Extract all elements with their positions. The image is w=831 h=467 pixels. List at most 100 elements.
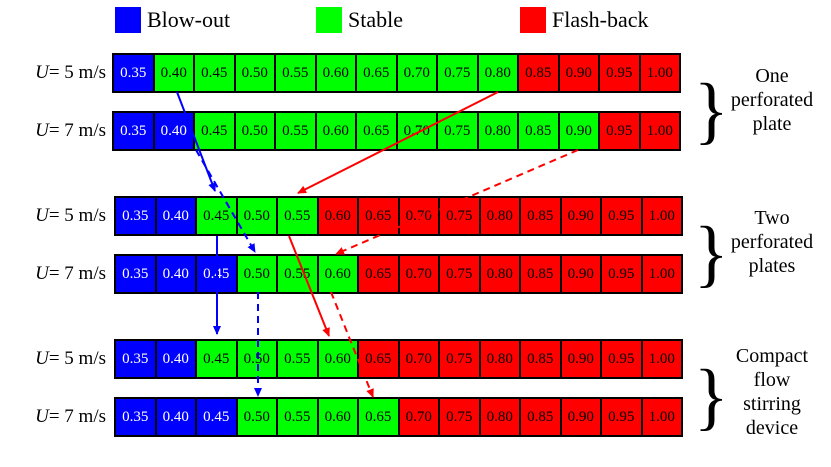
cell-flash-back: 0.70 — [399, 256, 440, 292]
row-label-group1-row1: U = 5 m/s — [2, 53, 106, 93]
cell-flash-back: 0.80 — [480, 256, 521, 292]
cell-stable: 0.50 — [235, 55, 276, 91]
group-label-line: perforated — [730, 89, 814, 111]
cell-blow-out: 0.40 — [154, 113, 195, 149]
cell-stable: 0.75 — [438, 113, 479, 149]
group-label-line: Two — [754, 207, 790, 229]
cell-flash-back: 0.95 — [602, 198, 643, 234]
velocity-value: = 7 m/s — [48, 263, 106, 284]
cell-flash-back: 0.75 — [440, 399, 481, 435]
cell-stable: 0.60 — [318, 256, 359, 292]
cell-blow-out: 0.40 — [156, 399, 197, 435]
legend-swatch-blow-out — [115, 7, 141, 33]
cell-stable: 0.70 — [397, 55, 438, 91]
cell-flash-back: 1.00 — [642, 399, 683, 435]
cell-blow-out: 0.35 — [114, 113, 155, 149]
cell-flash-back: 0.60 — [318, 198, 359, 234]
row-label-group3-row2: U = 7 m/s — [2, 397, 106, 437]
cell-blow-out: 0.40 — [156, 256, 197, 292]
cell-stable: 0.90 — [559, 113, 600, 149]
cell-flash-back: 1.00 — [642, 198, 683, 234]
velocity-symbol: U — [35, 263, 49, 284]
cell-stable: 0.45 — [195, 55, 236, 91]
cell-blow-out: 0.35 — [116, 198, 157, 234]
cell-flash-back: 0.80 — [480, 399, 521, 435]
group-label-line: plates — [748, 255, 796, 277]
cell-flash-back: 0.85 — [521, 198, 562, 234]
cell-flash-back: 0.90 — [561, 399, 602, 435]
group-label-line: Compact — [735, 345, 809, 367]
velocity-value: = 7 m/s — [48, 406, 106, 427]
cell-stable: 0.60 — [318, 341, 359, 377]
cell-flash-back: 0.95 — [602, 399, 643, 435]
cell-flash-back: 0.95 — [602, 341, 643, 377]
legend-swatch-stable — [316, 7, 342, 33]
cell-flash-back: 0.95 — [600, 55, 641, 91]
velocity-symbol: U — [35, 406, 49, 427]
cell-stable: 0.50 — [237, 198, 278, 234]
cell-stable: 0.50 — [235, 113, 276, 149]
cell-flash-back: 0.90 — [561, 341, 602, 377]
group-label-line: plate — [752, 113, 792, 135]
cell-flash-back: 0.90 — [561, 256, 602, 292]
cell-stable: 0.60 — [316, 113, 357, 149]
cell-stable: 0.50 — [237, 399, 278, 435]
velocity-symbol: U — [35, 205, 49, 226]
legend-blow-out: Blow-out — [115, 4, 230, 36]
cell-stable: 0.55 — [278, 256, 319, 292]
cell-stable: 0.85 — [519, 113, 560, 149]
cell-stable: 0.80 — [478, 55, 519, 91]
velocity-value: = 5 m/s — [48, 205, 106, 226]
group-label-line: One — [755, 65, 789, 87]
cell-flash-back: 0.95 — [602, 256, 643, 292]
cell-blow-out: 0.40 — [156, 198, 197, 234]
cell-blow-out: 0.35 — [116, 341, 157, 377]
cell-stable: 0.55 — [278, 399, 319, 435]
group-label-line: device — [745, 417, 799, 439]
group-brace: } — [694, 68, 729, 152]
cell-flash-back: 0.95 — [600, 113, 641, 149]
group-brace: } — [694, 211, 729, 295]
group-label-line: flow — [753, 369, 791, 391]
cell-stable: 0.65 — [359, 399, 400, 435]
cell-stable: 0.60 — [318, 399, 359, 435]
cell-blow-out: 0.35 — [116, 399, 157, 435]
legend-swatch-flash-back — [520, 7, 546, 33]
cell-flash-back: 0.70 — [399, 399, 440, 435]
group-label-line: perforated — [730, 231, 814, 253]
cell-flash-back: 0.65 — [359, 341, 400, 377]
cell-flash-back: 0.85 — [521, 256, 562, 292]
cell-stable: 0.75 — [438, 55, 479, 91]
cell-flash-back: 0.75 — [440, 341, 481, 377]
cell-flash-back: 0.75 — [440, 256, 481, 292]
cell-stable: 0.60 — [316, 55, 357, 91]
row-label-group1-row2: U = 7 m/s — [2, 111, 106, 151]
cell-flash-back: 0.85 — [519, 55, 560, 91]
cell-flash-back: 0.90 — [559, 55, 600, 91]
cell-flash-back: 0.70 — [399, 341, 440, 377]
cell-blow-out: 0.45 — [197, 256, 238, 292]
row-label-group3-row1: U = 5 m/s — [2, 339, 106, 379]
legend-stable: Stable — [316, 4, 403, 36]
cell-stable: 0.80 — [478, 113, 519, 149]
cell-flash-back: 1.00 — [642, 256, 683, 292]
cell-flash-back: 1.00 — [640, 113, 681, 149]
cell-blow-out: 0.35 — [116, 256, 157, 292]
cell-blow-out: 0.40 — [156, 341, 197, 377]
velocity-symbol: U — [35, 120, 49, 141]
cell-blow-out: 0.35 — [114, 55, 155, 91]
cell-stable: 0.50 — [237, 341, 278, 377]
cell-flash-back: 1.00 — [640, 55, 681, 91]
cell-flash-back: 0.70 — [399, 198, 440, 234]
cell-flash-back: 1.00 — [642, 341, 683, 377]
legend-label-stable: Stable — [348, 7, 403, 32]
cell-flash-back: 0.65 — [359, 256, 400, 292]
cell-stable: 0.55 — [276, 113, 317, 149]
velocity-value: = 5 m/s — [48, 62, 106, 83]
